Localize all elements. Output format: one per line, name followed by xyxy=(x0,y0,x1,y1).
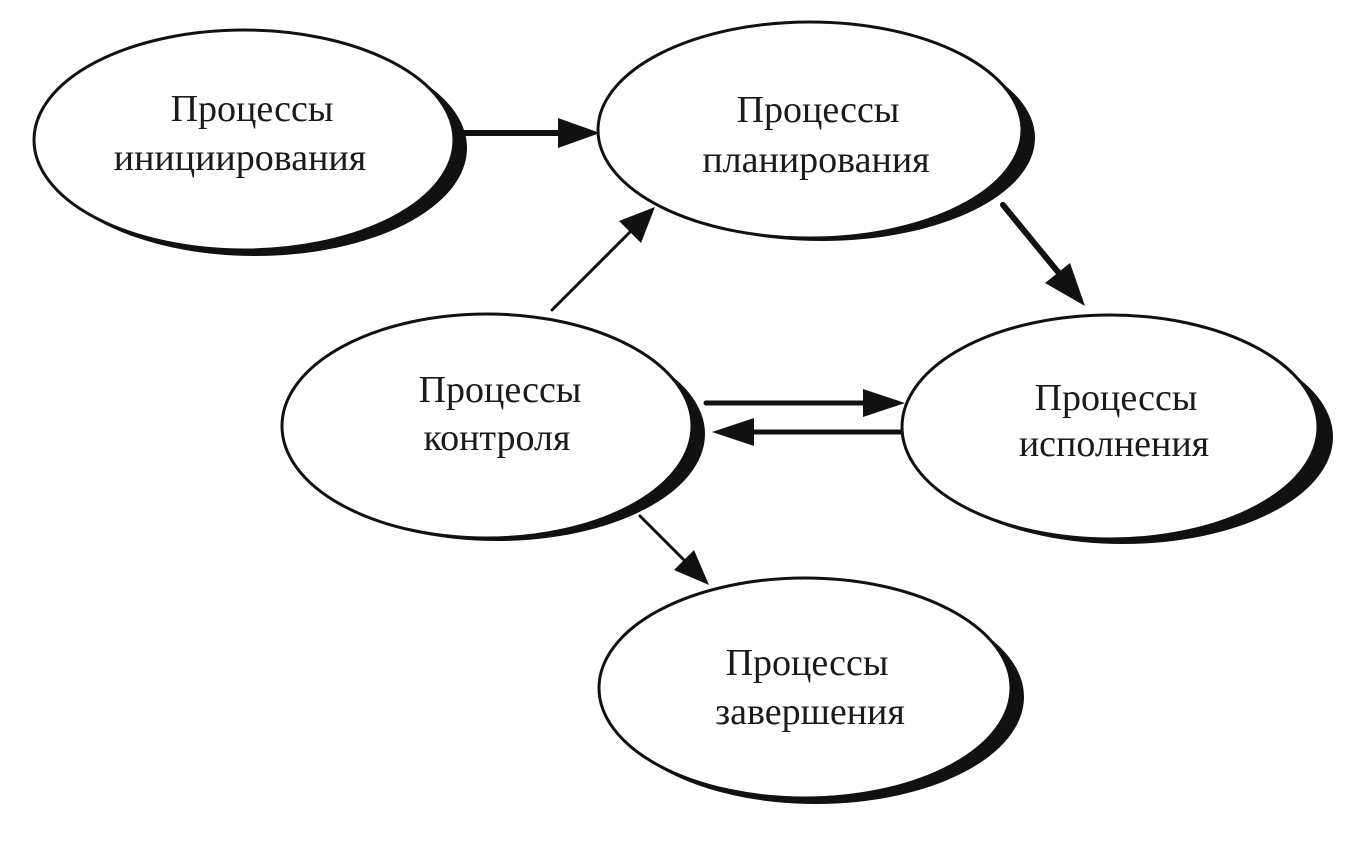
edge-control-to-planning xyxy=(550,207,655,312)
node-initiation: Процессы инициирования xyxy=(32,28,467,256)
node-closing-line2: завершения xyxy=(715,691,905,733)
edge-control-to-execution xyxy=(703,389,905,417)
node-initiation-line2: инициирования xyxy=(114,137,366,179)
node-closing-line1: Процессы xyxy=(726,642,889,684)
edge-initiation-to-planning xyxy=(457,118,600,148)
node-planning: Процессы планирования xyxy=(596,20,1035,241)
node-initiation-line1: Процессы xyxy=(171,88,334,130)
edge-control-to-closing xyxy=(638,514,709,585)
node-execution: Процессы исполнения xyxy=(900,313,1333,544)
node-control-line1: Процессы xyxy=(419,369,582,411)
node-closing: Процессы завершения xyxy=(597,576,1024,804)
node-execution-line1: Процессы xyxy=(1035,377,1198,419)
edge-execution-to-control xyxy=(712,418,905,446)
node-planning-line1: Процессы xyxy=(737,89,900,131)
nodes: Процессы инициирования Процессы планиров… xyxy=(32,20,1333,804)
node-execution-line2: исполнения xyxy=(1019,423,1209,465)
node-control-line2: контроля xyxy=(424,417,571,459)
node-planning-line2: планирования xyxy=(702,139,929,181)
node-control: Процессы контроля xyxy=(280,312,705,541)
edges xyxy=(457,118,1085,585)
edge-planning-to-execution xyxy=(1000,202,1085,306)
